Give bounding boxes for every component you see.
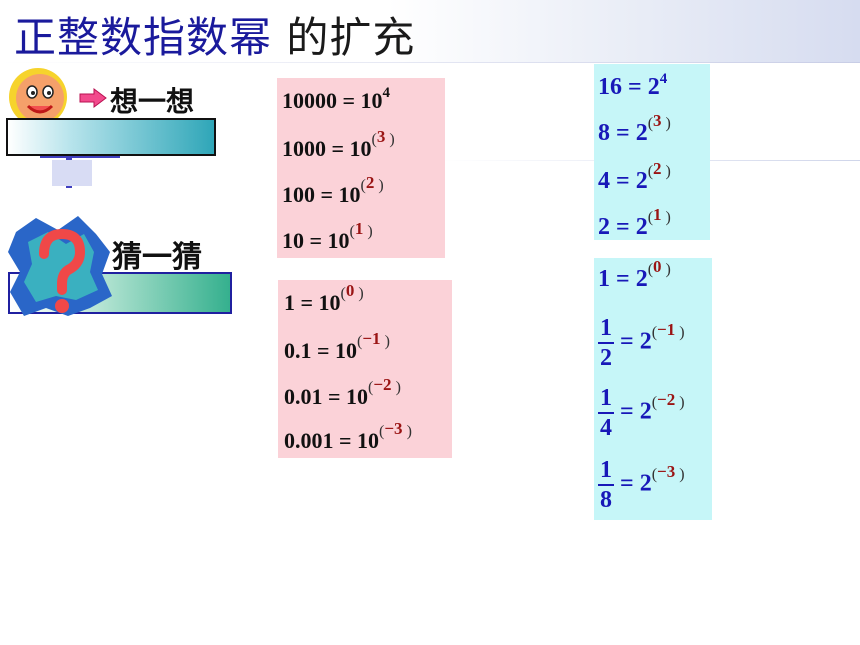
think-bar	[6, 118, 216, 156]
equation-row: 10000 = 104	[282, 85, 391, 113]
title-underline	[0, 62, 860, 63]
title-band	[0, 0, 860, 62]
answer: −3	[384, 419, 403, 438]
equation-row: 8 = 2(3 )	[598, 111, 671, 146]
powers-of-two-guess-box	[594, 258, 712, 520]
equation-row: 1 = 2(0 )	[598, 257, 671, 292]
answer: 1	[653, 205, 662, 224]
think-label: 想一想	[110, 85, 195, 118]
answer: 2	[653, 159, 662, 178]
page-title: 正整数指数幂 的扩充	[14, 4, 415, 65]
answer: 0	[345, 281, 355, 300]
guess-label: 猜一猜	[112, 240, 202, 275]
answer: −3	[657, 461, 676, 481]
powers-of-ten-guess-box	[278, 280, 452, 458]
question-mark-icon	[8, 216, 112, 316]
answer: −2	[657, 389, 676, 409]
title-main: 正整数指数幂	[14, 13, 273, 62]
powers-of-ten-box	[277, 78, 445, 258]
equation-row: 2 = 2(1 )	[598, 205, 671, 240]
equation-row: 4 = 2(2 )	[598, 159, 671, 194]
equation-row: 16 = 24	[598, 71, 668, 100]
answer: 3	[653, 111, 662, 130]
answer: −1	[362, 329, 381, 348]
equation-row: 10 = 10(1 )	[282, 219, 373, 253]
answer: −1	[657, 319, 676, 339]
equation-row: 0.001 = 10(−3 )	[284, 419, 412, 453]
equation-row: 0.1 = 10(−1 )	[284, 329, 390, 363]
answer: 1	[354, 219, 364, 238]
answer: 0	[653, 257, 662, 276]
equation-row: 0.01 = 10(−2 )	[284, 375, 401, 409]
answer: −2	[373, 375, 392, 394]
powers-of-two-box	[594, 64, 710, 240]
answer: 3	[376, 127, 386, 146]
arrow-right-icon	[79, 88, 107, 108]
title-rest: 的扩充	[272, 13, 416, 62]
equation-row: 100 = 10(2 )	[282, 173, 384, 207]
answer: 2	[365, 173, 375, 192]
equation-row: 1000 = 10(3 )	[282, 127, 395, 161]
equation-row: 1 = 10(0 )	[284, 281, 364, 315]
